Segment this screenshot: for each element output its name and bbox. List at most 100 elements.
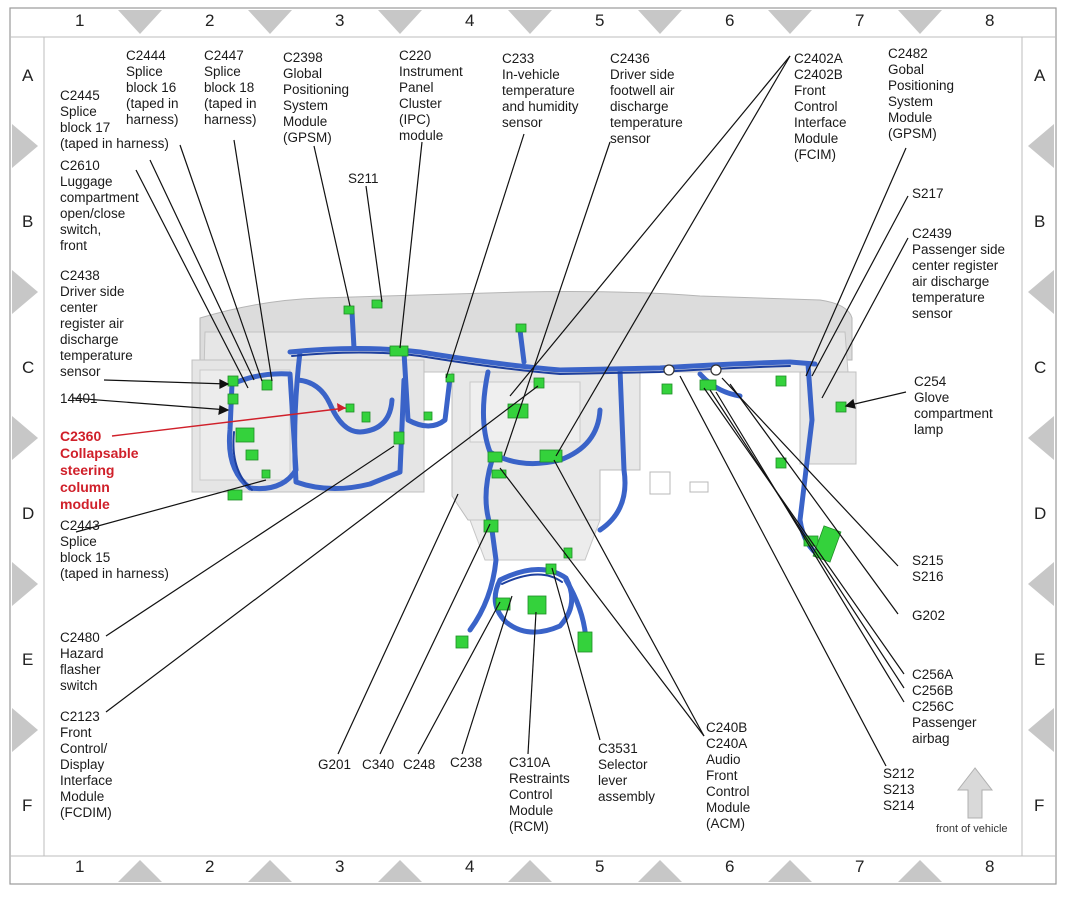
label-c2123: C2123 Front Control/ Display Interface M… [60,709,113,820]
leader-arrowhead [219,379,230,389]
leader-c238 [461,595,513,755]
connector [487,451,503,463]
leader-c2123 [105,385,539,713]
top-marker [378,10,422,34]
leader-c2398 [313,145,351,307]
leader-c2360-arrowhead [337,403,346,412]
connector [261,379,273,391]
leader-c240a [553,459,705,737]
leader-s215 [721,377,899,567]
leader-c3531 [551,567,601,741]
grid-column-label-top: 3 [335,11,345,30]
grid-column-label-top: 4 [465,11,475,30]
leader-s217 [811,195,909,377]
harness-center-drop [481,369,603,467]
grid-column-label-bottom: 6 [725,857,735,876]
connector [227,375,239,387]
leader-c233 [445,133,525,379]
panel-bracket [689,481,709,493]
connector [661,383,673,395]
top-marker [508,10,552,34]
leader-ring [663,364,675,376]
leader-c2402b [509,55,791,397]
leader-14401 [71,397,229,411]
harness-center-branch [517,327,527,365]
grid-column-label-bottom: 3 [335,857,345,876]
right-marker [1028,416,1054,460]
grid-row-label-left: D [22,504,35,523]
bottom-marker [898,860,942,882]
label-s212: S212 S213 S214 [883,766,915,813]
harness-gpsm-branch [349,309,357,351]
connector [261,469,271,479]
bottom-marker [638,860,682,882]
grid-row-label-left: E [22,650,34,669]
label-c2445: C2445 Splice block 17 (taped in harness) [60,88,169,151]
left-marker [12,124,38,168]
wiring-harness [226,309,823,643]
label-c2443: C2443 Splice block 15 (taped in harness) [60,518,169,581]
connector [245,449,259,461]
label-c2402: C2402A C2402B Front Control Interface Mo… [794,51,847,162]
label-g202: G202 [912,608,946,623]
leader-c2445 [149,159,255,381]
bottom-marker [118,860,162,882]
label-s215: S215 S216 [912,553,944,584]
harness-left-loop [226,371,299,492]
connector [235,427,255,443]
leader-c2439 [821,237,909,399]
grid-markers [12,10,1054,882]
harness-right-branch [697,371,743,399]
grid-column-label-top: 2 [205,11,215,30]
front-of-vehicle-label: front of vehicle [936,823,1008,835]
grid-row-label-right: B [1034,212,1046,231]
right-marker [1028,562,1054,606]
top-marker [248,10,292,34]
label-c254: C254 Glove compartment lamp [914,374,993,437]
label-c310a: C310A Restraints Control Module (RCM) [509,755,570,834]
label-c2482: C2482 Gobal Positioning System Module (G… [888,46,955,141]
connector [507,403,529,419]
connector [539,449,563,463]
connector [527,595,547,615]
grid-row-label-left: A [22,66,34,85]
bottom-marker [248,860,292,882]
harness-main-trunk [287,346,818,373]
leader-ring [710,364,722,376]
connectors [227,299,847,653]
panel-bracket [649,471,671,495]
label-c2444: C2444 Splice block 16 (taped in harness) [126,48,179,127]
grid-row-label-left: C [22,358,35,377]
right-marker [1028,708,1054,752]
harness-ipc-branch [401,349,453,429]
grid-column-label-top: 7 [855,11,865,30]
harness-shadow-left [232,431,253,491]
grid-column-label-bottom: 8 [985,857,995,876]
harness-console-route [467,457,499,633]
bottom-marker [768,860,812,882]
connector [361,411,371,423]
leader-c256b [709,389,905,689]
leader-c2402a [555,55,791,457]
connector [491,469,507,479]
label-s217: S217 [912,186,944,201]
left-marker [12,416,38,460]
grid-column-label-bottom: 2 [205,857,215,876]
top-marker [898,10,942,34]
top-marker [638,10,682,34]
leader-c256a [703,387,905,675]
left-marker [12,562,38,606]
right-marker [1028,270,1054,314]
panel-left-inner [199,369,291,481]
connector [775,375,787,387]
leader-lines [71,55,909,767]
bottom-marker [508,860,552,882]
connector [455,635,469,649]
grid-row-label-left: F [22,796,33,815]
top-marker [118,10,162,34]
connector [423,411,433,421]
leader-c2444 [179,144,263,382]
connector [515,323,527,333]
label-c2439: C2439 Passenger side center register air… [912,226,1006,321]
